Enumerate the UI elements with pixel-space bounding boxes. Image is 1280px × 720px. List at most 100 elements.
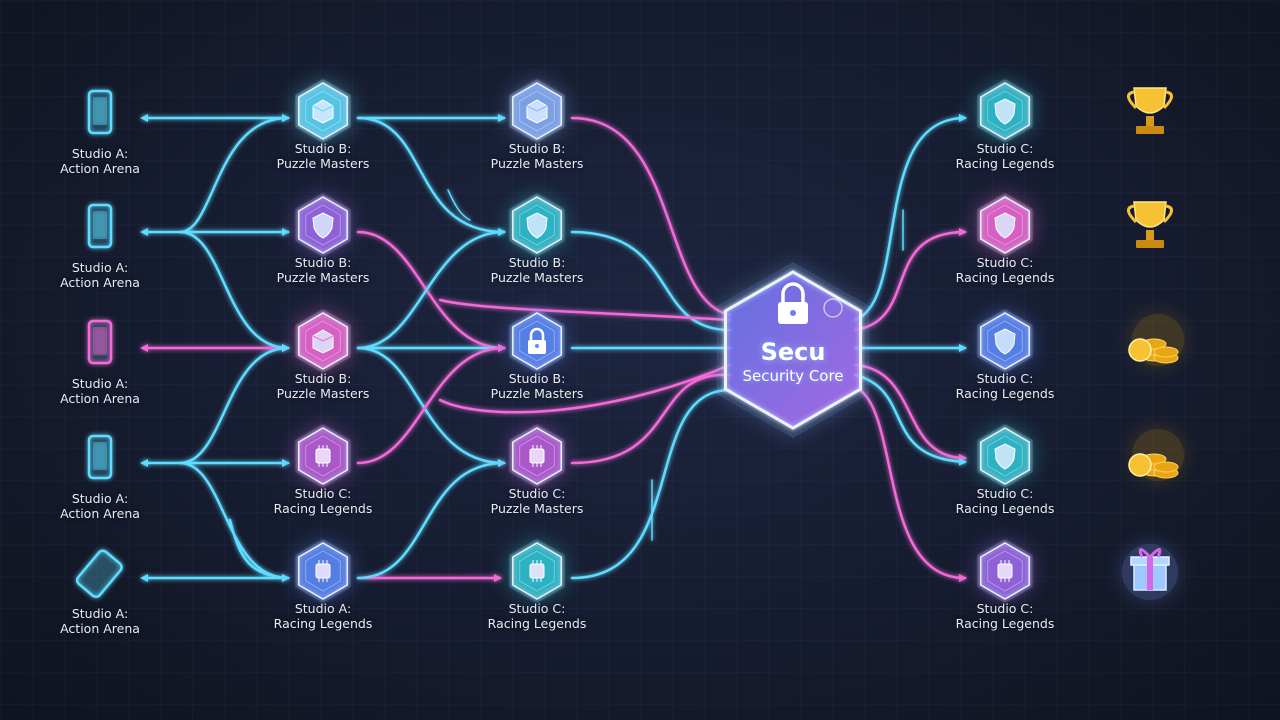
hex-node[interactable] (977, 193, 1033, 257)
cross-link (178, 344, 290, 465)
link-core-col3 (858, 388, 967, 582)
shield-icon (526, 212, 548, 239)
label-line1: Studio A: (71, 260, 129, 275)
label-line2: Action Arena (60, 621, 140, 636)
link-col2-core (438, 298, 732, 322)
label-line1: Studio B: (294, 371, 352, 386)
node-label: Studio C:Racing Legends (930, 255, 1080, 285)
trophy-icon (1127, 201, 1173, 248)
node-label: Studio A:Action Arena (25, 146, 175, 176)
link-col2-core (570, 373, 732, 465)
label-line2: Racing Legends (955, 386, 1055, 401)
node-label: Studio A:Racing Legends (248, 601, 398, 631)
label-line1: Studio C: (508, 486, 566, 501)
label-line2: Puzzle Masters (276, 386, 370, 401)
link-core-col3 (853, 114, 967, 322)
link-col1-col2 (356, 346, 506, 467)
hex-node[interactable] (977, 424, 1033, 488)
node-label: Studio B:Puzzle Masters (248, 371, 398, 401)
label-line1: Studio B: (508, 255, 566, 270)
label-line2: Racing Legends (487, 616, 587, 631)
link-core-col3 (853, 228, 967, 332)
hex-node[interactable] (977, 309, 1033, 373)
node-label: Studio A:Action Arena (25, 491, 175, 521)
label-line2: Action Arena (60, 506, 140, 521)
chip-icon (315, 560, 331, 582)
link-col2-core (570, 388, 732, 580)
shield-icon (994, 328, 1016, 355)
label-line1: Studio B: (508, 371, 566, 386)
label-line1: Studio B: (294, 255, 352, 270)
hex-node[interactable] (977, 79, 1033, 143)
label-line1: Studio B: (508, 141, 566, 156)
label-line1: Studio C: (294, 486, 352, 501)
label-line2: Puzzle Masters (276, 156, 370, 171)
node-label: Studio C:Racing Legends (248, 486, 398, 516)
link-col1-col2 (356, 228, 506, 350)
lock-icon (778, 282, 808, 324)
core-subtitle: Security Core (742, 367, 844, 385)
coins-icon (1128, 429, 1184, 481)
chip-icon (315, 445, 331, 467)
link-col2-core (438, 363, 732, 414)
security-core[interactable] (716, 262, 870, 438)
node-label: Studio C:Racing Legends (462, 601, 612, 631)
label-line2: Racing Legends (955, 616, 1055, 631)
hex-node[interactable] (295, 193, 351, 257)
label-line2: Racing Legends (273, 501, 373, 516)
label-line1: Studio C: (976, 601, 1034, 616)
label-line1: Studio A: (71, 146, 129, 161)
hex-node[interactable] (509, 309, 565, 373)
link-col1-col2 (356, 116, 506, 236)
hex-node[interactable] (295, 79, 351, 143)
label-line1: Studio A: (71, 376, 129, 391)
hex-node[interactable] (295, 539, 351, 603)
link-col1-col2 (356, 459, 506, 580)
node-label: Studio B:Puzzle Masters (248, 255, 398, 285)
smartphone-icon (87, 434, 113, 480)
label-line1: Studio C: (976, 371, 1034, 386)
smartphone-icon (87, 89, 113, 135)
smartphone-icon (87, 319, 113, 365)
link-col2-core (570, 116, 732, 317)
node-label: Studio B:Puzzle Masters (462, 371, 612, 401)
shield-icon (994, 98, 1016, 125)
core-title: Secu (760, 338, 826, 366)
label-line2: Action Arena (60, 391, 140, 406)
label-line2: Puzzle Masters (276, 270, 370, 285)
cube-icon (312, 329, 334, 354)
node-label: Studio B:Puzzle Masters (462, 255, 612, 285)
hex-node[interactable] (295, 424, 351, 488)
label-line2: Racing Legends (955, 501, 1055, 516)
hex-node[interactable] (509, 79, 565, 143)
node-label: Studio C:Puzzle Masters (462, 486, 612, 516)
cross-link (178, 114, 290, 234)
lock-icon (528, 327, 546, 354)
shield-icon (312, 212, 334, 239)
hex-node[interactable] (977, 539, 1033, 603)
cross-link (228, 518, 290, 580)
node-label: Studio A:Action Arena (25, 260, 175, 290)
hex-node[interactable] (509, 539, 565, 603)
label-line1: Studio A: (71, 491, 129, 506)
label-line2: Racing Legends (955, 156, 1055, 171)
shield-icon (994, 212, 1016, 239)
gift-icon (1122, 544, 1178, 600)
tablet-icon (75, 549, 123, 599)
hex-node[interactable] (509, 193, 565, 257)
hex-node[interactable] (295, 309, 351, 373)
hex-node[interactable] (509, 424, 565, 488)
link-col2-core (570, 230, 732, 332)
label-line1: Studio A: (294, 601, 352, 616)
node-label: Studio C:Racing Legends (930, 486, 1080, 516)
link-core-col3 (853, 363, 967, 462)
label-line2: Puzzle Masters (490, 156, 584, 171)
node-label: Studio B:Puzzle Masters (462, 141, 612, 171)
label-line1: Studio C: (976, 141, 1034, 156)
label-line2: Racing Legends (955, 270, 1055, 285)
chip-icon (997, 560, 1013, 582)
dial-icon (823, 298, 843, 318)
